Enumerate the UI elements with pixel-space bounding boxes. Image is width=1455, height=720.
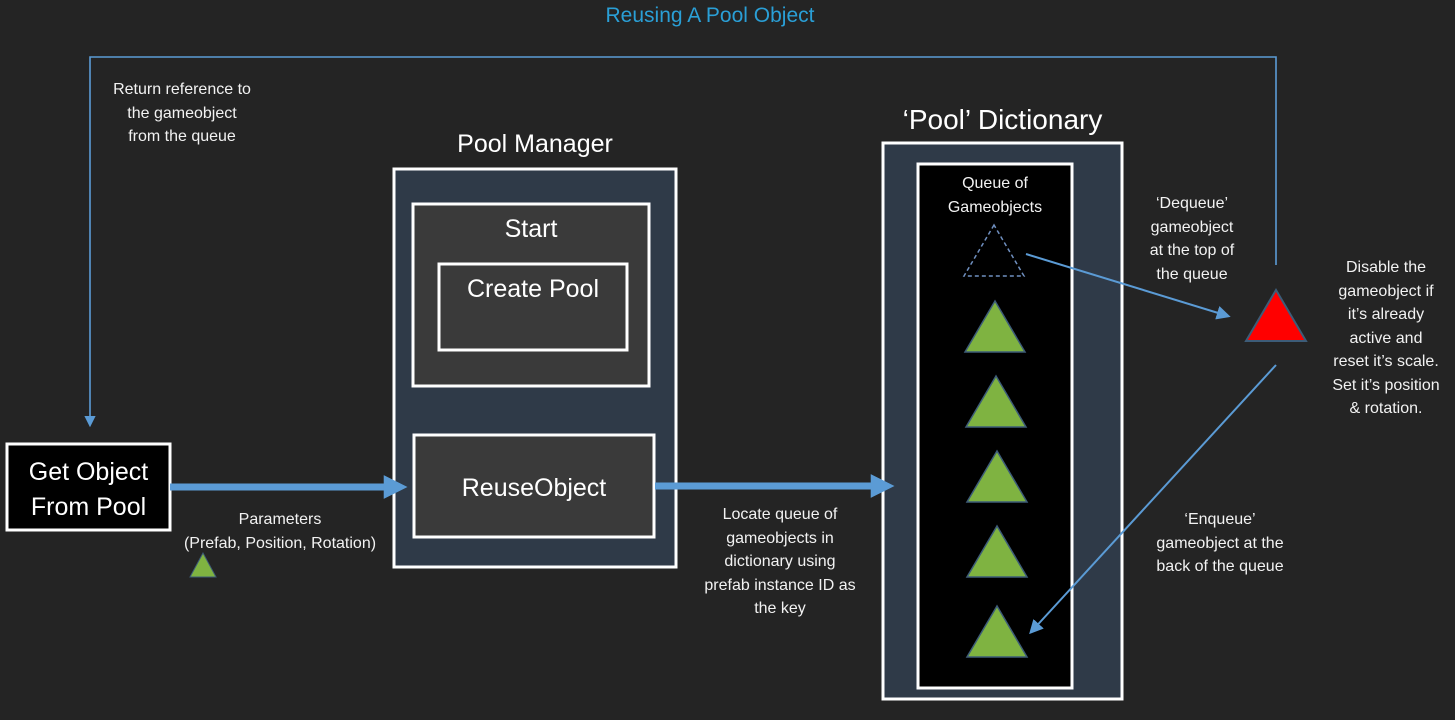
enqueue-note: ‘Enqueue’ gameobject at the back of the …: [1156, 511, 1284, 575]
pool-dictionary-heading: ‘Pool’ Dictionary: [902, 104, 1103, 135]
arrow-dequeue: [1025, 253, 1231, 320]
queue-triangle-5: [965, 604, 1029, 658]
get-object-label: Get Object From Pool: [28, 458, 149, 521]
return-connector: [84, 56, 1277, 428]
disable-note: Disable the gameobject if it’s already a…: [1332, 259, 1440, 417]
create-pool-box: [437, 262, 629, 352]
dequeued-triangle-outline: [962, 223, 1026, 277]
active-red-triangle: [1244, 288, 1308, 342]
locate-note: Locate queue of gameobjects in dictionar…: [704, 506, 856, 617]
dequeue-note: ‘Dequeue’ gameobject at the top of the q…: [1149, 195, 1235, 283]
parameters-label: Parameters (Prefab, Position, Rotation): [183, 511, 377, 552]
queue-triangle-4: [965, 524, 1029, 578]
queue-triangle-2: [964, 374, 1028, 428]
arrow-enqueue: [1029, 364, 1277, 635]
diagram-title: Reusing A Pool Object: [605, 4, 815, 27]
create-pool-label: Create Pool: [466, 275, 600, 303]
start-label: Start: [504, 215, 558, 243]
return-note: Return reference to the gameobject from …: [113, 81, 251, 145]
reuse-object-box: [412, 433, 656, 539]
queue-label: Queue of Gameobjects: [947, 175, 1043, 216]
parameter-triangle: [189, 551, 217, 578]
pool-manager-heading: Pool Manager: [457, 130, 613, 158]
queue-triangle-3: [965, 449, 1029, 503]
queue-triangle-1: [963, 299, 1027, 353]
reuse-object-label: ReuseObject: [461, 474, 607, 502]
